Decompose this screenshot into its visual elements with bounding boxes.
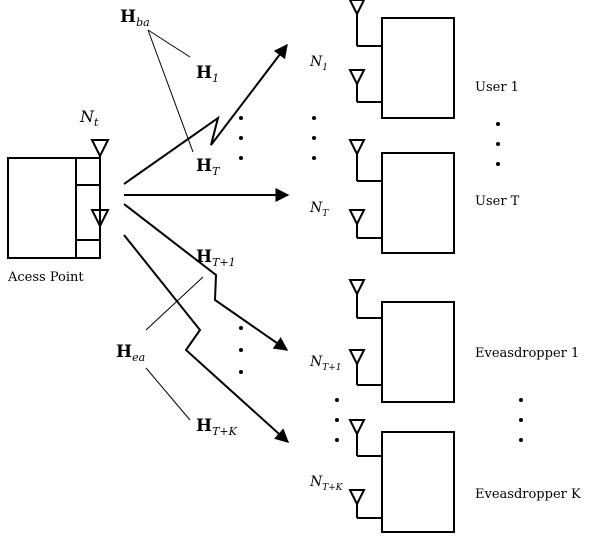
label-h-t-plus-k: HT+K — [196, 416, 238, 438]
ellipsis-arrows-eaves — [239, 326, 243, 374]
eavesdropper-k-label: Eveasdropper K — [475, 487, 581, 502]
ap-antenna-count: Nt — [79, 107, 99, 129]
label-h-t-plus-1: HT+1 — [196, 247, 236, 269]
receiver-user-1: N1 User 1 — [309, 0, 519, 119]
leader-h-ea-to-htk — [145, 367, 191, 421]
ap-antenna-1-icon — [90, 139, 110, 159]
eavesdropper-1-antenna-count: NT+1 — [309, 354, 342, 373]
ellipsis-dots — [239, 116, 523, 442]
ellipsis-arrows-users — [239, 116, 243, 160]
access-point-label: Acess Point — [7, 270, 84, 285]
arrow-to-user-1 — [123, 43, 288, 185]
label-h-ba: Hba — [120, 7, 150, 29]
user-1-box — [381, 17, 455, 119]
label-h-1: H1 — [196, 63, 219, 85]
eavesdropper-1-antenna-2-icon — [348, 349, 366, 367]
user-t-antenna-1-icon — [348, 139, 366, 157]
eavesdropper-1-label: Eveasdropper 1 — [475, 346, 579, 361]
receiver-eavesdropper-1: NT+1 Eveasdropper 1 — [309, 279, 579, 403]
eavesdropper-1-antenna-1-icon — [348, 279, 366, 297]
user-1-antenna-1-icon — [348, 0, 366, 17]
eavesdropper-k-antenna-2-icon — [348, 489, 366, 507]
channel-labels: Hba H1 HT HT+1 Hea HT+K — [116, 7, 238, 438]
channel-arrows — [123, 43, 290, 443]
eavesdropper-k-antenna-1-icon — [348, 419, 366, 437]
label-h-ea: Hea — [116, 342, 145, 364]
eavesdropper-k-antenna-count: NT+K — [309, 474, 344, 493]
receiver-eavesdropper-k: NT+K Eveasdropper K — [309, 419, 581, 533]
ap-antenna-2-icon — [90, 209, 110, 229]
user-1-label: User 1 — [475, 80, 519, 95]
label-h-t: HT — [196, 156, 221, 178]
user-t-antenna-2-icon — [348, 209, 366, 227]
receiver-user-t: NT User T — [309, 139, 520, 254]
ellipsis-antennas-users — [312, 116, 316, 160]
ellipsis-user-labels — [496, 122, 500, 166]
user-t-box — [381, 152, 455, 254]
eavesdropper-1-box — [381, 301, 455, 403]
leader-h-ba-to-h1 — [147, 29, 191, 58]
user-1-antenna-2-icon — [348, 69, 366, 87]
ellipsis-eave-labels — [519, 398, 523, 442]
arrow-to-eavesdropper-1 — [123, 203, 289, 351]
leader-h-ba-to-ht — [147, 29, 194, 153]
user-t-antenna-count: NT — [309, 200, 329, 219]
access-point-box — [7, 157, 101, 259]
arrow-to-eavesdropper-k — [123, 234, 290, 443]
eavesdropper-k-box — [381, 431, 455, 533]
user-1-antenna-count: N1 — [309, 54, 328, 73]
access-point: Acess Point Nt — [7, 107, 110, 285]
user-t-label: User T — [475, 194, 520, 209]
leader-h-ea-to-ht1 — [145, 276, 204, 331]
ellipsis-antennas-eaves — [335, 398, 339, 442]
